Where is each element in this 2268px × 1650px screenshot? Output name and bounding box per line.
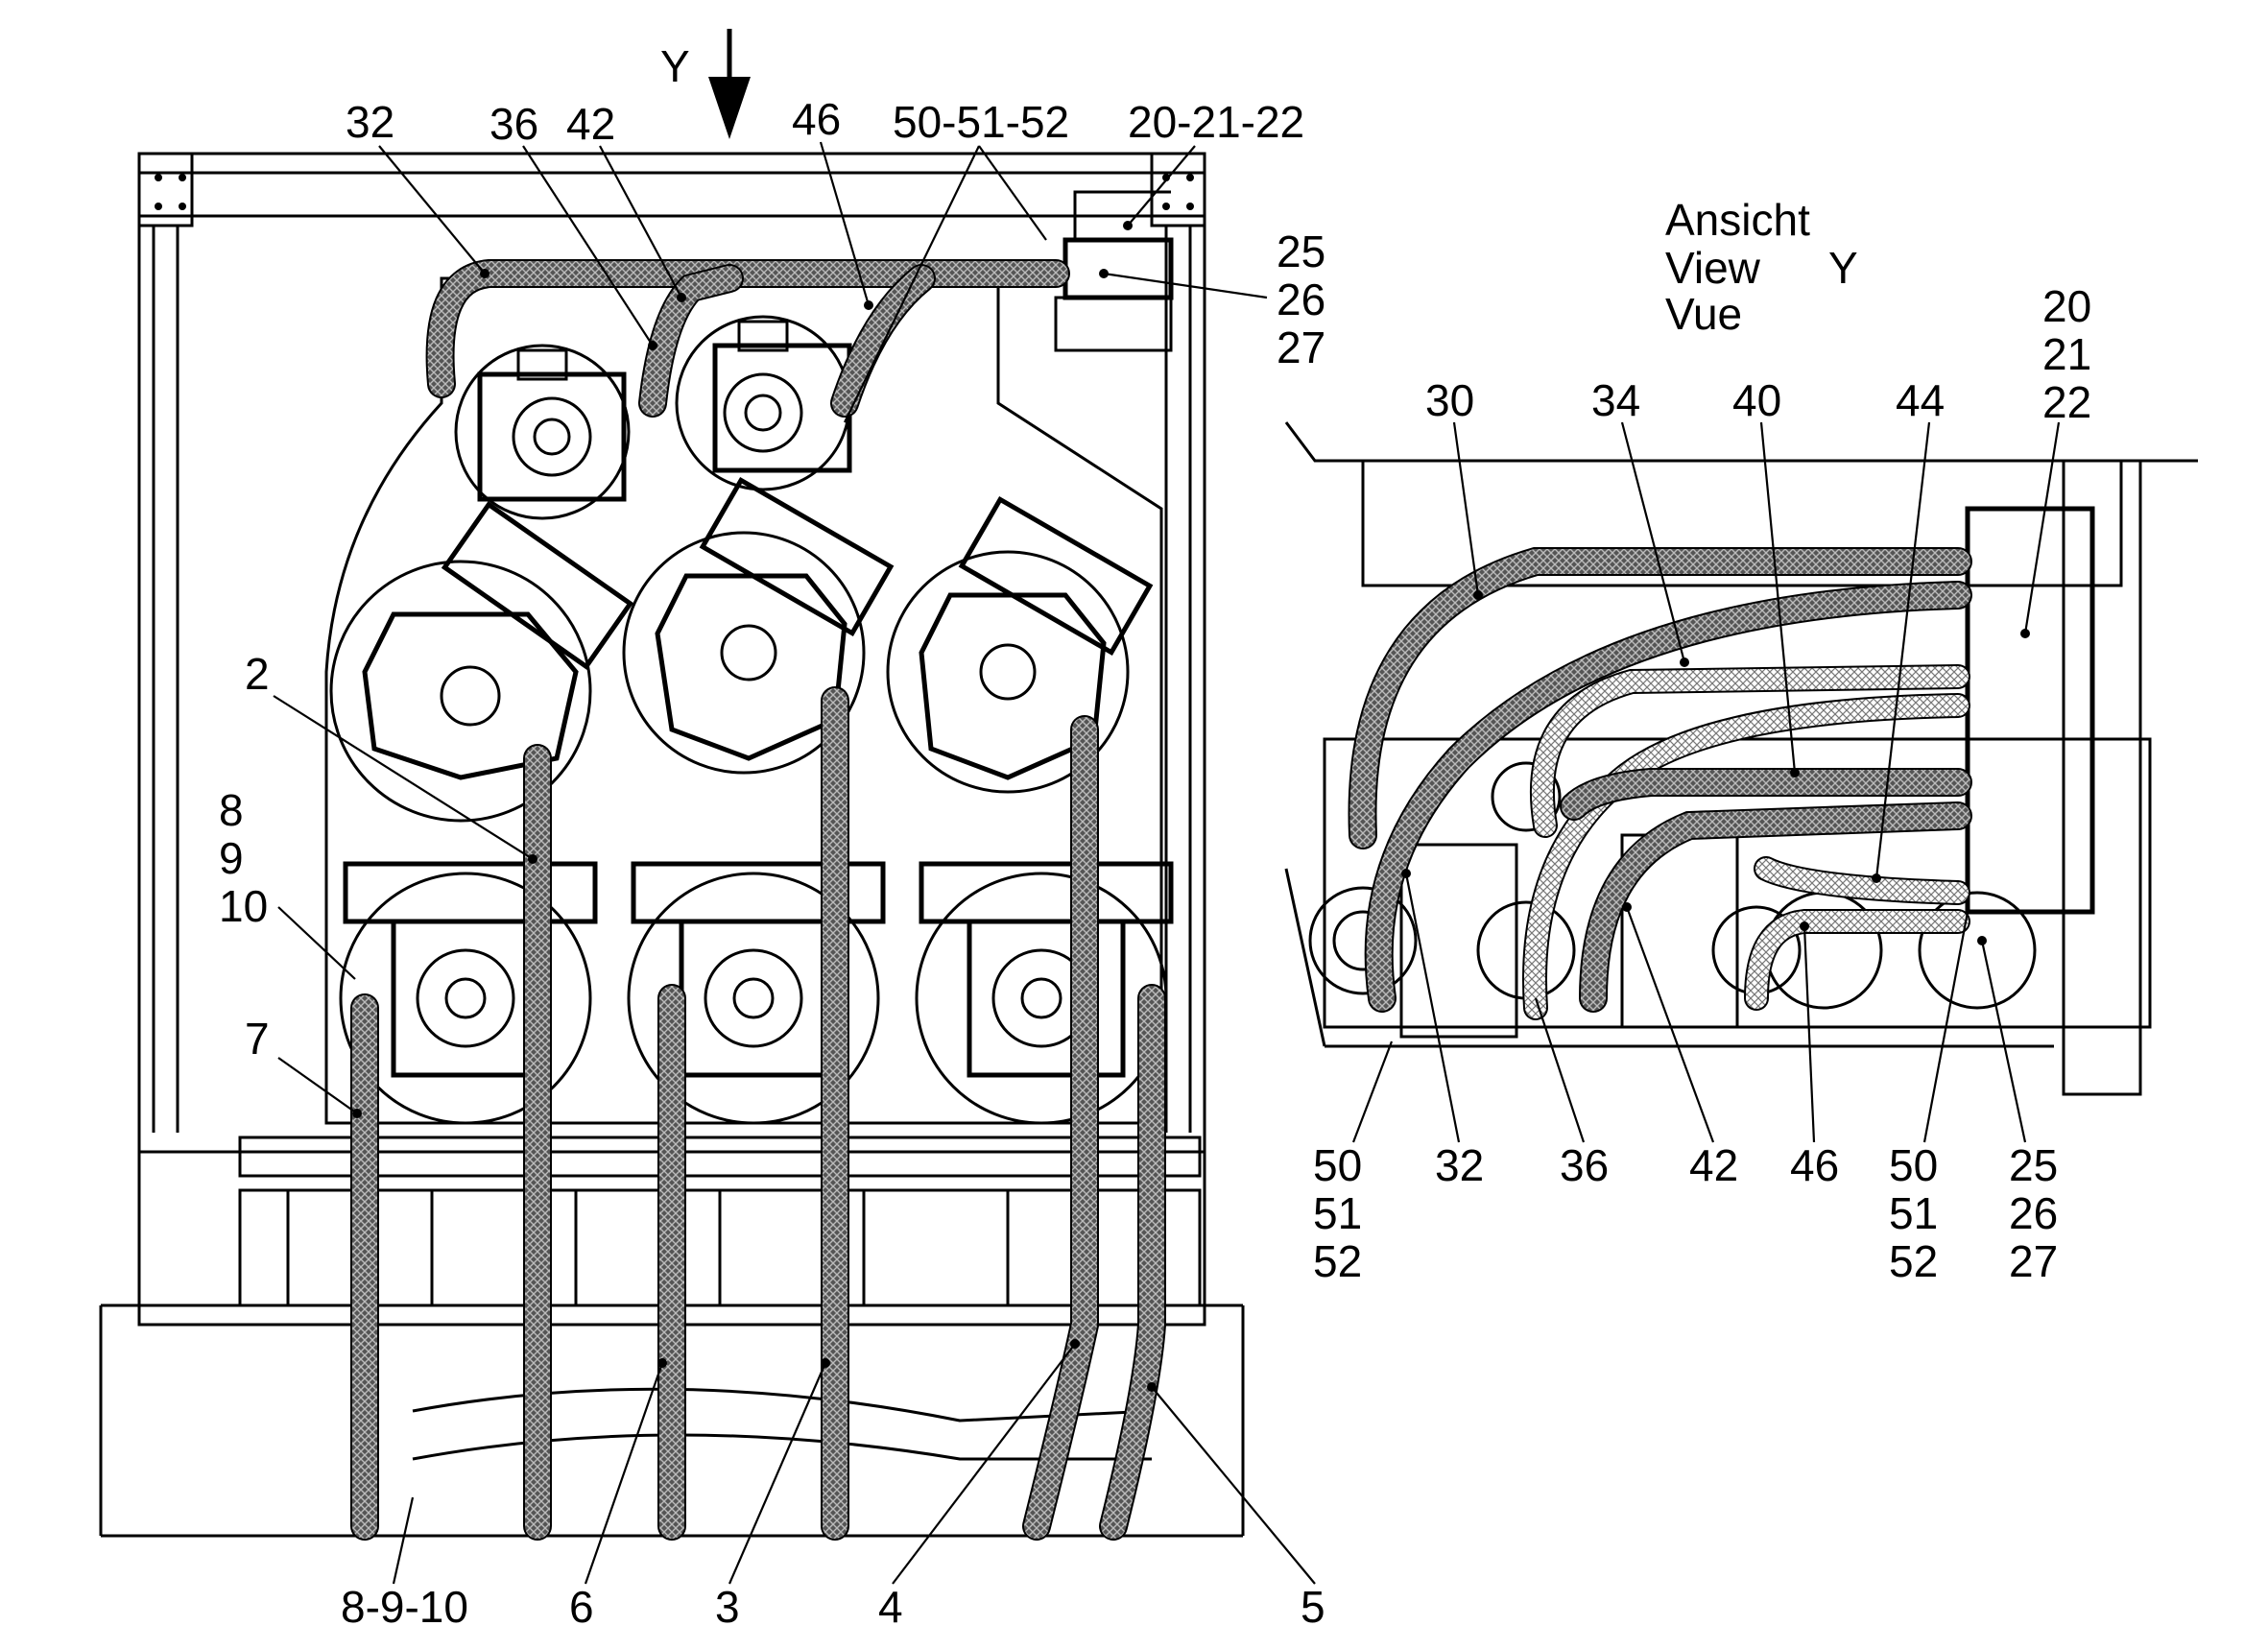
inset-callout-50-mid: 50 [1889,1140,1938,1190]
callout-25: 25 [1277,227,1325,276]
callout-4: 4 [878,1582,903,1632]
inset-callout-36: 36 [1560,1140,1609,1190]
callout-46: 46 [792,94,841,144]
inset-callout-52-mid: 52 [1889,1236,1938,1286]
inset-callout-22: 22 [2042,377,2091,427]
small-pump-right [675,315,852,491]
view-arrow-y: Y [660,29,751,139]
callout-36: 36 [489,99,538,149]
inset-structure [1284,421,2198,1096]
inset-callout-26: 26 [2009,1188,2058,1238]
large-pump-mid-left [329,501,634,823]
callout-7: 7 [245,1014,270,1064]
inset-callout-20: 20 [2042,281,2091,331]
inset-callout-42: 42 [1689,1140,1738,1190]
caption-view: View [1665,243,1761,293]
large-pump-mid-right [886,495,1154,794]
main-view: Y 32 36 42 46 50-51-52 20-21-22 25 26 27… [99,29,1325,1632]
callout-32: 32 [346,97,394,147]
inset-callout-52-left: 52 [1313,1236,1362,1286]
hoses-inset [1348,547,1972,1020]
callout-8-9-10: 8-9-10 [341,1582,468,1632]
inset-callout-40: 40 [1732,375,1781,425]
caption-ansicht: Ansicht [1665,195,1810,245]
small-pump-left [454,344,631,520]
callout-2: 2 [245,649,270,699]
callout-3: 3 [715,1582,740,1632]
main-leaders [273,141,1316,1585]
callout-5: 5 [1301,1582,1325,1632]
inset-callouts: 30 34 40 44 20 21 22 50 51 52 32 36 42 4… [1313,281,2091,1286]
callout-10: 10 [219,881,268,931]
callout-8: 8 [219,785,244,835]
inset-callout-21: 21 [2042,329,2091,379]
main-callouts: 32 36 42 46 50-51-52 20-21-22 25 26 27 8… [219,94,1325,1632]
inset-callout-50-left: 50 [1313,1140,1362,1190]
pump-backplate [324,276,1163,1125]
view-caption: Ansicht View Vue Y [1665,195,1858,339]
callout-42: 42 [566,99,615,149]
inset-callout-32: 32 [1435,1140,1484,1190]
callout-6: 6 [569,1582,594,1632]
callout-20-21-22: 20-21-22 [1128,97,1304,147]
inset-callout-27: 27 [2009,1236,2058,1286]
inset-callout-30: 30 [1425,375,1474,425]
caption-view-letter: Y [1828,243,1858,293]
inset-view-y: Ansicht View Vue Y [1284,195,2198,1286]
callout-50-51-52: 50-51-52 [893,97,1069,147]
hoses-main [350,259,1166,1541]
callout-27: 27 [1277,323,1325,372]
bottom-pump-right [915,861,1174,1125]
callout-26: 26 [1277,275,1325,324]
inset-callout-51-mid: 51 [1889,1188,1938,1238]
inset-callout-46: 46 [1790,1140,1839,1190]
inset-callout-44: 44 [1896,375,1945,425]
lower-manifold [238,1136,1202,1461]
large-pump-mid-center [622,476,895,775]
inset-leaders [1351,421,2061,1143]
arrow-label: Y [660,41,690,91]
inset-callout-51-left: 51 [1313,1188,1362,1238]
inset-callout-34: 34 [1591,375,1640,425]
inset-callout-25: 25 [2009,1140,2058,1190]
callout-9: 9 [219,833,244,883]
caption-vue: Vue [1665,289,1742,339]
